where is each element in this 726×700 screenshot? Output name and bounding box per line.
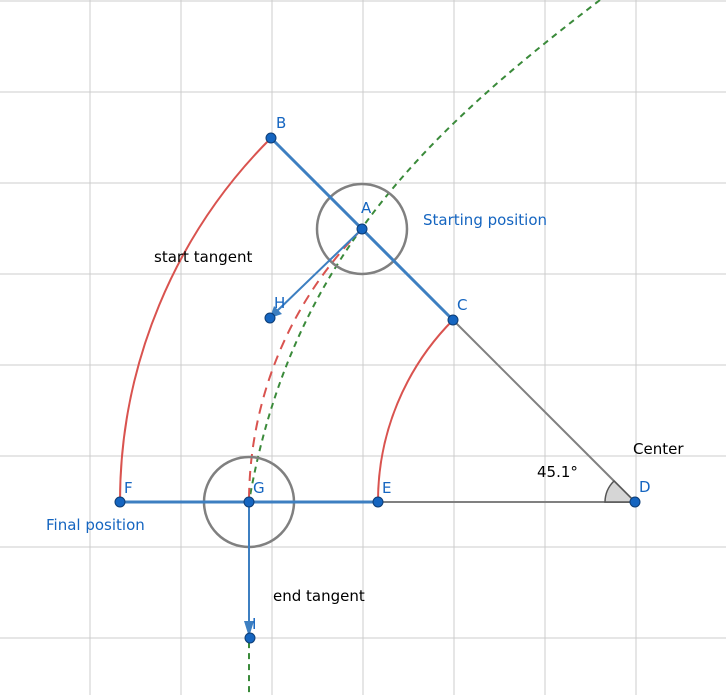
vector-G-I-arrowhead xyxy=(244,621,254,637)
end-tangent-label: end tangent xyxy=(273,587,365,605)
green-dashed-path xyxy=(248,0,601,695)
label-A: A xyxy=(361,199,372,217)
point-G[interactable] xyxy=(243,496,255,508)
label-C: C xyxy=(457,296,467,314)
final-position-label: Final position xyxy=(46,516,145,534)
arc-C-E[interactable] xyxy=(376,319,454,503)
label-B: B xyxy=(276,114,286,132)
arc-A-G xyxy=(248,228,363,503)
point-B[interactable] xyxy=(265,132,277,144)
circle-at-A[interactable] xyxy=(315,182,409,276)
label-G: G xyxy=(253,479,265,497)
arc-B-F[interactable] xyxy=(119,137,272,503)
segment-C-D[interactable] xyxy=(452,319,636,503)
starting-position-label: Starting position xyxy=(423,211,547,229)
point-H[interactable] xyxy=(264,312,276,324)
label-F: F xyxy=(124,479,133,497)
label-H: H xyxy=(274,294,285,312)
label-E: E xyxy=(382,479,391,497)
point-C[interactable] xyxy=(447,314,459,326)
label-D: D xyxy=(639,478,651,496)
center-label: Center xyxy=(633,440,684,458)
label-I: I xyxy=(252,615,256,633)
point-D[interactable] xyxy=(629,496,641,508)
vector-A-H[interactable] xyxy=(275,228,363,313)
angle-marker xyxy=(604,479,637,503)
point-I[interactable] xyxy=(244,632,256,644)
point-A[interactable] xyxy=(356,223,368,235)
angle-value-label: 45.1° xyxy=(537,463,578,481)
point-F[interactable] xyxy=(114,496,126,508)
start-tangent-label: start tangent xyxy=(154,248,253,266)
point-E[interactable] xyxy=(372,496,384,508)
